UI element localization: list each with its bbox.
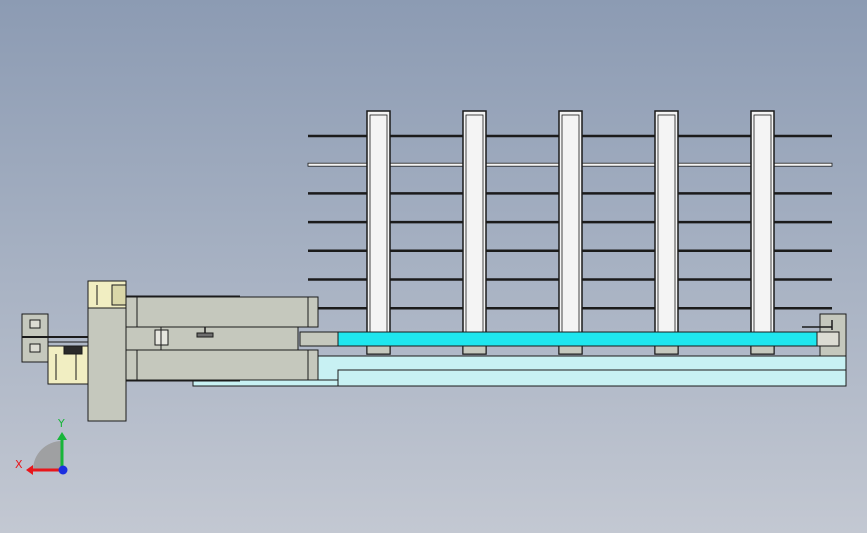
post-foot (750, 345, 775, 355)
end-stop-inner[interactable] (816, 331, 840, 347)
clamp-cylinder-assembly[interactable] (125, 295, 319, 382)
post-inner-channel (369, 114, 388, 351)
motor-block[interactable] (47, 345, 89, 385)
z-axis-dot-icon (58, 465, 68, 475)
cylinder-center-rod[interactable] (125, 326, 299, 351)
vertical-post[interactable] (654, 110, 679, 355)
coordinate-triad: X Y (15, 417, 68, 475)
motor-cap[interactable] (63, 345, 83, 355)
vertical-post[interactable] (750, 110, 775, 355)
end-stop-right[interactable] (802, 313, 847, 357)
vertical-post[interactable] (462, 110, 487, 355)
post-foot (558, 345, 583, 355)
triad-quarter-disc (33, 441, 62, 470)
cylinder-body-bottom[interactable] (125, 349, 319, 381)
frame-plate[interactable] (87, 307, 127, 422)
t-bolt-head[interactable] (196, 332, 214, 338)
x-axis-label: X (15, 458, 23, 471)
vertical-post-group (366, 110, 775, 355)
cylinder-body-top[interactable] (125, 296, 319, 328)
x-axis-arrowhead-icon (26, 465, 33, 475)
post-inner-channel (753, 114, 772, 351)
y-axis-arrowhead-icon (57, 432, 67, 440)
left-mount-bracket[interactable] (21, 313, 88, 363)
post-foot (462, 345, 487, 355)
frame-top-notch[interactable] (111, 284, 127, 306)
post-foot (654, 345, 679, 355)
linear-rail[interactable] (299, 331, 821, 347)
rail-slider[interactable] (299, 331, 339, 347)
post-foot (366, 345, 391, 355)
vertical-post[interactable] (366, 110, 391, 355)
post-inner-channel (465, 114, 484, 351)
clamp-frame-plate[interactable] (87, 280, 127, 422)
post-inner-channel (657, 114, 676, 351)
rail-guide[interactable] (299, 331, 821, 347)
bracket-bolt-top[interactable] (29, 319, 41, 329)
bracket-bolt-bottom[interactable] (29, 343, 41, 353)
vertical-post[interactable] (558, 110, 583, 355)
y-axis-label: Y (57, 417, 65, 430)
base-plate-inner[interactable] (337, 369, 847, 387)
post-inner-channel (561, 114, 580, 351)
